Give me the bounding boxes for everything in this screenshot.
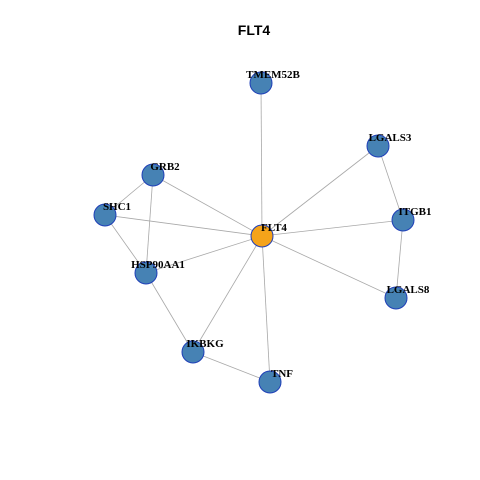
edge-hsp90aa1-ikbkg xyxy=(145,272,194,353)
node-flt4 xyxy=(250,224,274,248)
node-itgb1 xyxy=(391,208,415,232)
edge-lgals3-itgb1 xyxy=(377,145,404,221)
edge-flt4-grb2 xyxy=(152,174,263,237)
node-ikbkg xyxy=(181,340,205,364)
node-label-shc1: SHC1 xyxy=(103,201,131,213)
edge-flt4-hsp90aa1 xyxy=(145,235,263,274)
node-label-flt4: FLT4 xyxy=(261,222,287,234)
node-lgals8 xyxy=(384,286,408,310)
node-hsp90aa1 xyxy=(134,261,158,285)
node-tnf xyxy=(258,370,282,394)
edge-flt4-lgals3 xyxy=(261,145,379,237)
edge-layer xyxy=(104,82,404,383)
edge-itgb1-lgals8 xyxy=(395,219,404,299)
node-label-tmem52b: TMEM52B xyxy=(246,69,300,81)
edge-ikbkg-tnf xyxy=(192,351,271,383)
edge-flt4-tmem52b xyxy=(260,82,263,237)
diagram-title: FLT4 xyxy=(238,22,271,38)
node-grb2 xyxy=(141,163,165,187)
edge-flt4-lgals8 xyxy=(261,235,397,299)
node-label-ikbkg: IKBKG xyxy=(186,338,224,350)
edge-flt4-shc1 xyxy=(104,214,263,237)
edge-flt4-ikbkg xyxy=(192,235,263,353)
node-lgals3 xyxy=(366,134,390,158)
node-label-tnf: TNF xyxy=(271,368,293,380)
node-label-hsp90aa1: HSP90AA1 xyxy=(131,259,185,271)
edge-shc1-hsp90aa1 xyxy=(104,214,147,274)
node-label-lgals3: LGALS3 xyxy=(369,132,412,144)
edge-flt4-itgb1 xyxy=(261,219,404,237)
node-label-lgals8: LGALS8 xyxy=(387,284,430,296)
edge-flt4-tnf xyxy=(261,235,271,383)
node-shc1 xyxy=(93,203,117,227)
edge-grb2-hsp90aa1 xyxy=(145,174,154,274)
node-layer xyxy=(93,71,415,394)
node-label-itgb1: ITGB1 xyxy=(398,206,431,218)
node-tmem52b xyxy=(249,71,273,95)
node-label-grb2: GRB2 xyxy=(150,161,180,173)
